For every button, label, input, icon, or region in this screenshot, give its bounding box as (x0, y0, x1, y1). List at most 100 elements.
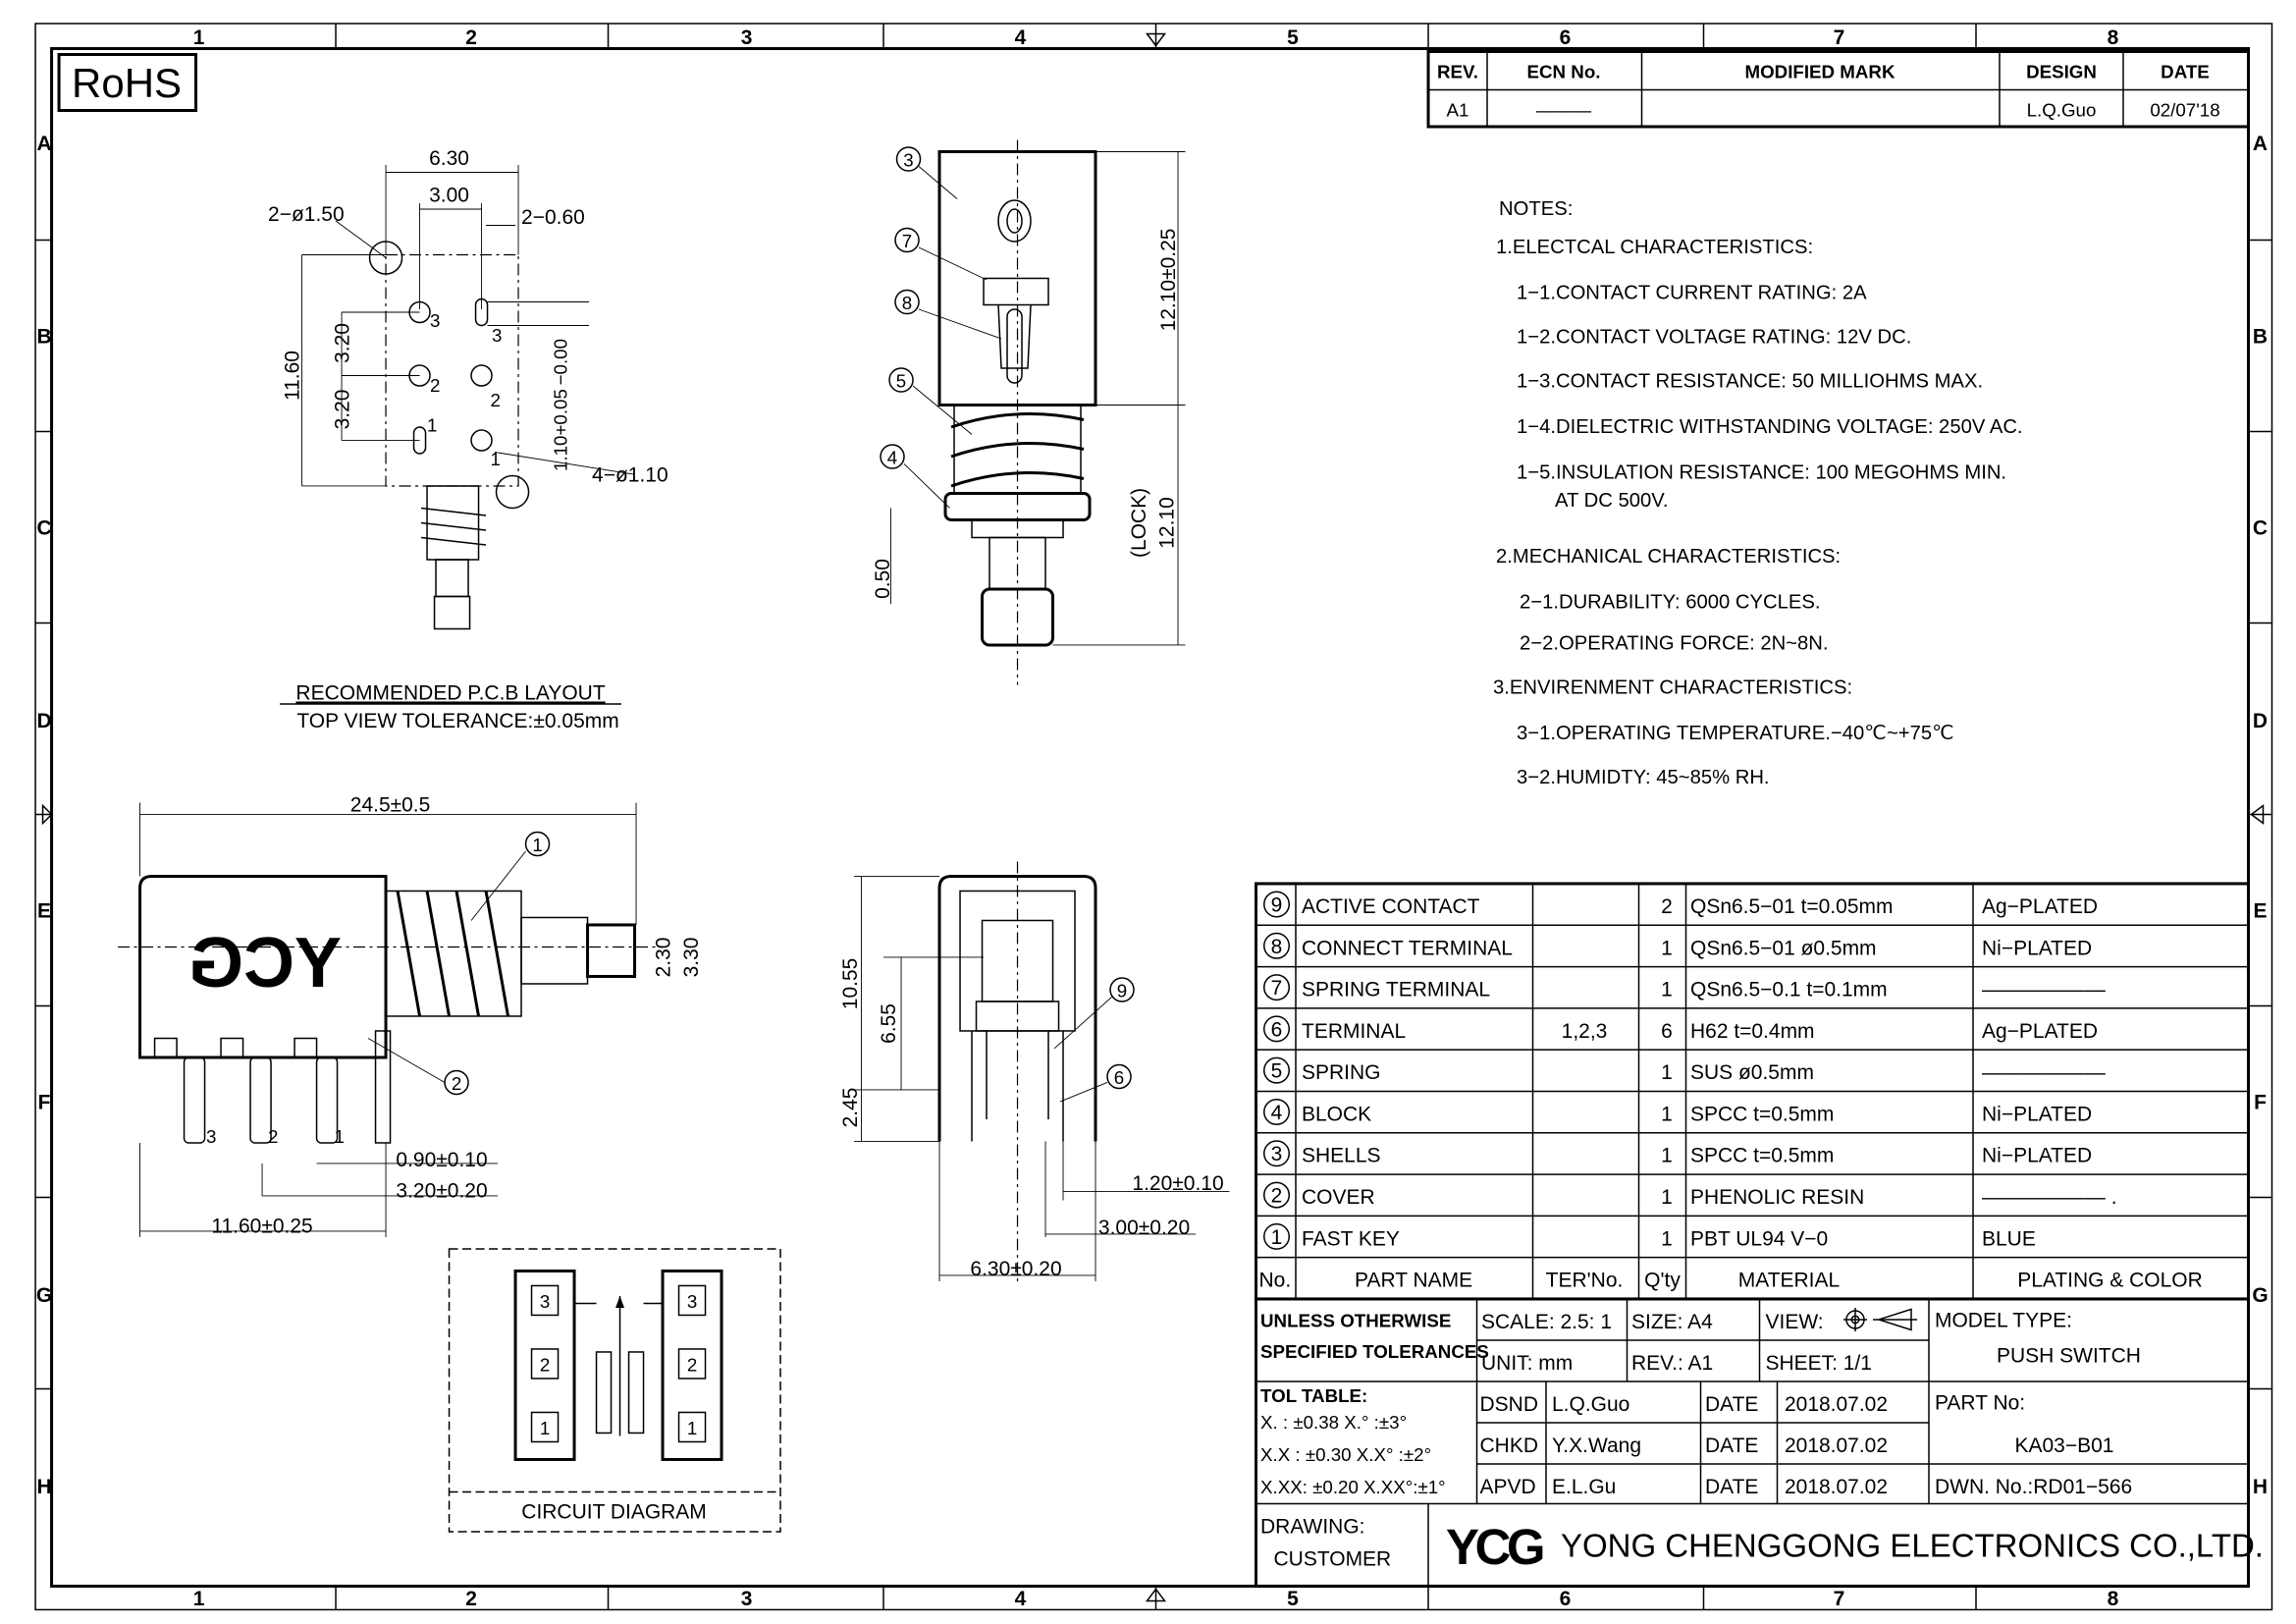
dim-label: 10.55 (839, 958, 862, 1010)
dim-label: 6.30 (429, 147, 469, 170)
design-value: L.Q.Guo (2027, 99, 2097, 120)
column-marker: 8 (2108, 1588, 2119, 1610)
end-view: 10.55 6.55 2.45 1.20±0.10 3.00±0.20 6.30… (839, 861, 1230, 1281)
part-name: CONNECT TERMINAL (1302, 937, 1513, 959)
circuit-pin-box (530, 1284, 560, 1317)
note-line: 1−4.DIELECTRIC WITHSTANDING VOLTAGE: 250… (1517, 416, 2023, 438)
row-marker: A (2253, 133, 2268, 155)
terminal-pin (315, 1056, 339, 1144)
material: QSn6.5−01 ø0.5mm (1690, 937, 1877, 959)
note-line: 2−2.OPERATING FORCE: 2N~8N. (1520, 632, 1828, 654)
balloon-label: 6 (1114, 1067, 1124, 1088)
circuit-pin-label: 1 (540, 1418, 550, 1438)
balloon-marker (880, 444, 905, 469)
item-number: 8 (1271, 936, 1283, 958)
terminal-no: 1,2,3 (1562, 1020, 1608, 1043)
dim-label: 0.50 (872, 559, 894, 599)
rev-value: A1 (1447, 99, 1469, 120)
row-marker: G (36, 1284, 52, 1307)
note-line: 1−5.INSULATION RESISTANCE: 100 MEGOHMS M… (1517, 461, 2006, 483)
mounting-hole (495, 474, 530, 510)
balloon-marker (895, 146, 922, 172)
column-marker: 6 (1560, 27, 1572, 49)
date-value: 02/07'18 (2150, 99, 2219, 120)
row-marker: C (36, 516, 51, 539)
tol-row: X.XX: ±0.20 X.XX°:±1° (1260, 1477, 1446, 1497)
material: QSn6.5−01 t=0.05mm (1690, 895, 1893, 918)
dim-label: 1.20±0.10 (1132, 1172, 1223, 1195)
signoff-name: Y.X.Wang (1552, 1435, 1641, 1457)
row-marker: G (2252, 1284, 2268, 1307)
row-marker: F (2254, 1091, 2267, 1113)
plating-color: —————— (1982, 979, 2106, 1001)
sheet-field: SHEET: 1/1 (1766, 1352, 1872, 1375)
circuit-pin-label: 2 (540, 1354, 550, 1375)
dim-label: 6.55 (878, 1003, 900, 1044)
circuit-pin-box (677, 1284, 707, 1317)
plating-color: Ag−PLATED (1982, 895, 2098, 918)
item-number-circle (1263, 1222, 1291, 1250)
signoff-date-label: DATE (1705, 1393, 1758, 1416)
note-line: AT DC 500V. (1555, 490, 1668, 512)
dim-label: 0.90±0.10 (396, 1149, 487, 1171)
title-block: UNLESS OTHERWISE SPECIFIED TOLERANCES SC… (1255, 1297, 2264, 1588)
item-number: 4 (1271, 1102, 1283, 1124)
part-name: ACTIVE CONTACT (1302, 895, 1480, 918)
part-name: TERMINAL (1302, 1020, 1406, 1043)
note-line: 3−2.HUMIDTY: 45~85% RH. (1517, 767, 1770, 788)
item-number-circle (1263, 1015, 1291, 1043)
parts-table-header: Q'ty (1644, 1270, 1681, 1292)
item-number-circle (1263, 891, 1291, 918)
part-name: FAST KEY (1302, 1227, 1400, 1250)
centering-mark (41, 803, 53, 826)
quantity: 1 (1661, 1227, 1673, 1250)
signoff-date-label: DATE (1705, 1435, 1758, 1457)
centering-mark (2250, 803, 2265, 825)
signoff-role: DSND (1480, 1393, 1538, 1416)
signoff-date: 2018.07.02 (1785, 1435, 1888, 1457)
circuit-pin-box (530, 1348, 560, 1380)
balloon-label: 4 (887, 447, 897, 467)
dim-label: 2.45 (839, 1088, 862, 1128)
column-marker: 5 (1287, 27, 1299, 49)
ecn-header: ECN No. (1527, 61, 1601, 81)
balloon-marker (524, 831, 551, 857)
item-number: 1 (1271, 1226, 1283, 1249)
material: PHENOLIC RESIN (1690, 1186, 1864, 1209)
ycg-logo-mirrored: YCG (188, 924, 342, 1002)
column-marker: 8 (2108, 27, 2119, 49)
note-line: 2−1.DURABILITY: 6000 CYCLES. (1520, 591, 1820, 613)
pcb-layout-caption: RECOMMENDED P.C.B LAYOUT (295, 681, 605, 704)
note-line: 1−3.CONTACT RESISTANCE: 50 MILLIOHMS MAX… (1517, 370, 1983, 392)
tol-row: X. : ±0.38 X.° :±3° (1260, 1412, 1407, 1433)
parts-table-header: PLATING & COLOR (2017, 1270, 2203, 1292)
quantity: 1 (1661, 1103, 1673, 1125)
plating-color: BLUE (1982, 1227, 2036, 1250)
plating-color: Ni−PLATED (1982, 1145, 2092, 1167)
tol-table-label: TOL TABLE: (1260, 1385, 1367, 1406)
item-number: 9 (1271, 893, 1283, 916)
terminal-pin (249, 1056, 272, 1144)
column-marker: 7 (1834, 1588, 1845, 1610)
signoff-name: E.L.Gu (1552, 1476, 1616, 1498)
balloon-marker (894, 227, 920, 253)
size-field: SIZE: A4 (1631, 1311, 1713, 1333)
material: H62 t=0.4mm (1690, 1020, 1815, 1043)
item-number-circle (1263, 932, 1291, 959)
column-marker: 2 (465, 27, 477, 49)
date-header: DATE (2161, 61, 2210, 81)
revision-table: REV. ECN No. MODIFIED MARK DESIGN DATE A… (1426, 49, 2250, 129)
item-number: 7 (1271, 977, 1283, 1000)
quantity: 2 (1661, 895, 1673, 918)
row-marker: H (2253, 1476, 2268, 1498)
quantity: 1 (1661, 1186, 1673, 1209)
item-number: 3 (1271, 1143, 1283, 1165)
dim-label: 11.60 (282, 351, 304, 401)
column-marker: 7 (1834, 27, 1845, 49)
